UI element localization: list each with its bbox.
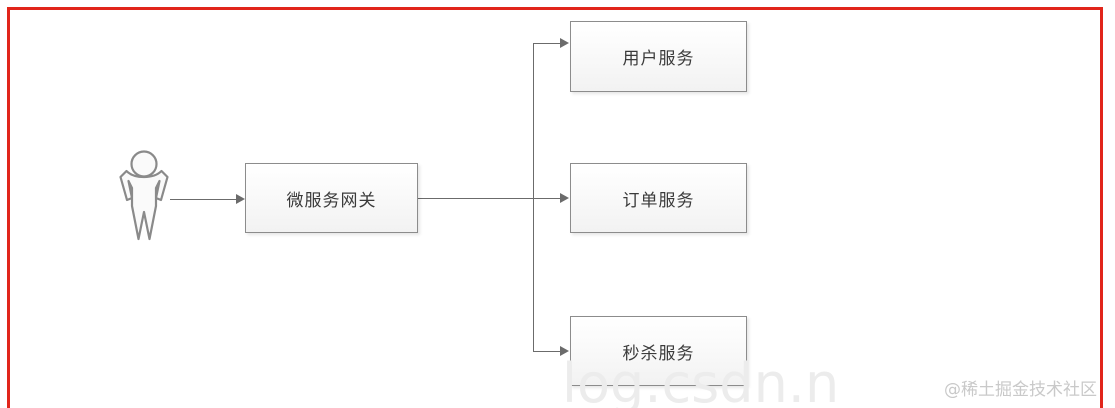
node-gateway[interactable]: 微服务网关 — [245, 163, 418, 233]
user-actor-icon — [108, 150, 180, 242]
juejin-watermark: @稀土掘金技术社区 — [944, 380, 1097, 400]
edge-actor-to-gateway — [170, 199, 238, 200]
node-order-service-label: 订单服务 — [622, 190, 695, 211]
csdn-watermark: log.csdn.n — [562, 352, 840, 408]
node-seckill-service[interactable]: 秒杀服务 — [570, 316, 747, 386]
node-user-service-label: 用户服务 — [622, 49, 695, 69]
edge-gateway-to-user — [533, 43, 562, 44]
node-order-service[interactable]: 订单服务 — [570, 163, 747, 233]
edge-gateway-to-seckill — [533, 351, 562, 352]
node-seckill-service-label: 秒杀服务 — [622, 343, 695, 364]
edge-branch-trunk — [533, 43, 534, 351]
arrowhead-seckill-in — [560, 346, 569, 356]
edge-gateway-to-order — [418, 198, 562, 199]
arrowhead-order-in — [560, 193, 569, 203]
node-gateway-label: 微服务网关 — [286, 190, 377, 211]
node-user-service[interactable]: 用户服务 — [570, 21, 747, 92]
arrowhead-user-in — [560, 38, 569, 48]
arrowhead-gateway-in — [236, 194, 245, 204]
